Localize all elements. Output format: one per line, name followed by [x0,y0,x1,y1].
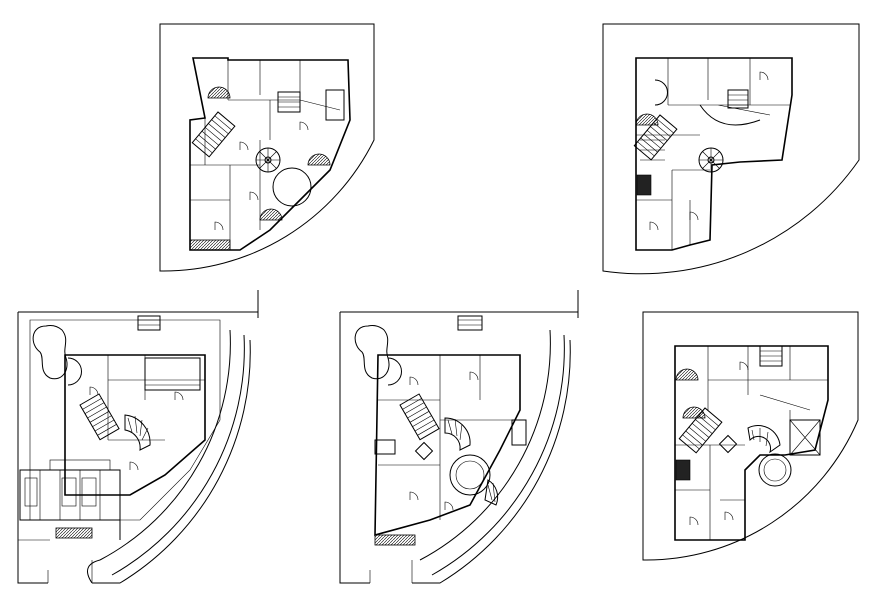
plan-bottom-left [17,290,259,584]
plan-top-left [159,23,375,272]
plan-bottom-right [642,311,859,561]
plan-bottom-middle [339,290,579,584]
plan-top-right [602,23,860,275]
